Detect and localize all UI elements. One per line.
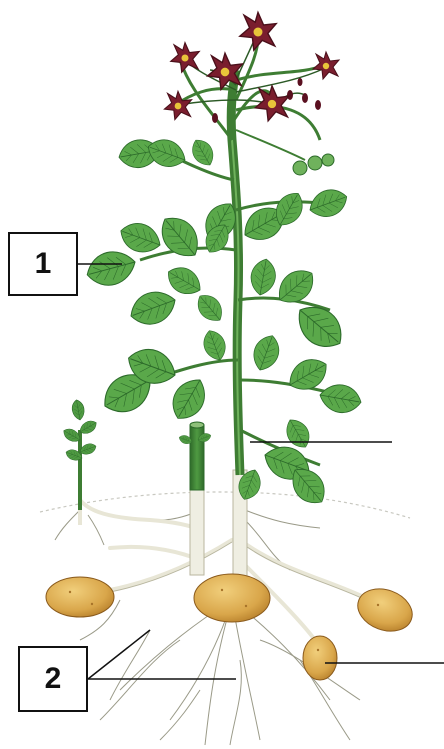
label-box-2: 2 [18, 646, 88, 712]
seedling [61, 399, 99, 525]
potato-tuber-icon [303, 636, 337, 680]
potato-tuber-icon [46, 577, 114, 617]
pointer-line-2a [88, 630, 150, 679]
soil-surface [40, 492, 410, 518]
potato-flower-icon [255, 86, 289, 121]
potato-flower-icon [313, 52, 339, 79]
potato-flower-icon [164, 91, 191, 119]
potato-flower-icon [171, 43, 200, 73]
leaves [83, 134, 363, 510]
roots [55, 510, 360, 745]
potato-flower-icon [240, 12, 276, 50]
tubers [46, 574, 418, 680]
potato-tuber-icon [352, 582, 418, 639]
cut-stem [178, 422, 212, 490]
label-2-text: 2 [45, 662, 62, 696]
label-box-1: 1 [8, 232, 78, 296]
label-1-text: 1 [35, 247, 52, 281]
potato-tuber-icon [194, 574, 270, 622]
